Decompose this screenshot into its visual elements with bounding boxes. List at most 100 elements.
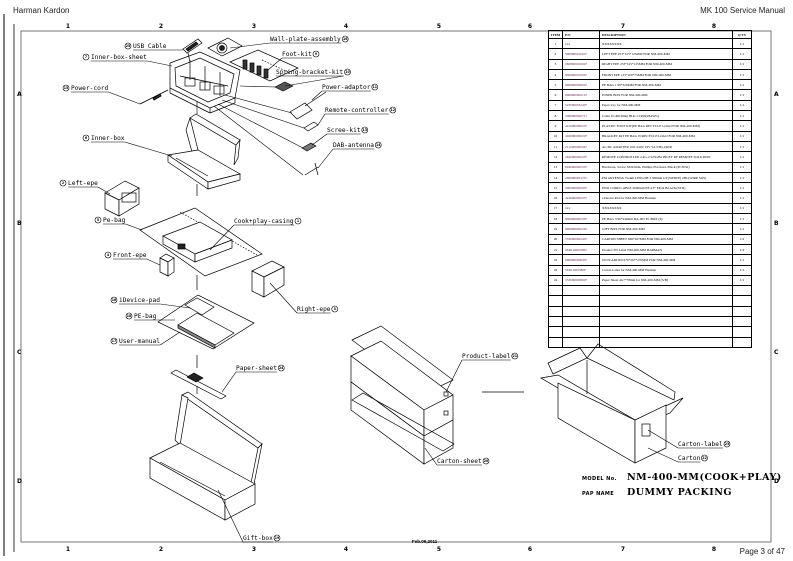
bom-cell-pn: 9608000002267 bbox=[562, 223, 601, 235]
bom-cell-qty: 1/1 bbox=[732, 110, 753, 122]
grid-column-top-4: 4 bbox=[344, 23, 348, 30]
callout-number-badge-icon bbox=[82, 134, 90, 142]
bom-cell-pn: 9608000010047 bbox=[562, 68, 601, 81]
callout-number-badge-icon bbox=[94, 216, 102, 224]
callout-label: Pe-bag bbox=[103, 217, 126, 224]
bom-cell-description: i-Device Pad for NM-400-MM Harman bbox=[599, 192, 734, 204]
bom-header-qty: Q'TY bbox=[732, 30, 753, 39]
leader-line bbox=[284, 75, 344, 87]
grid-column-bottom-3: 3 bbox=[252, 546, 256, 553]
bom-cell-description: Paper Sheet 44.7*78mm for NM-400-MM (S/B… bbox=[599, 274, 734, 287]
bom-cell-item: 6 bbox=[547, 89, 564, 101]
bom-row bbox=[547, 336, 753, 348]
callout-number: 9 bbox=[315, 52, 318, 56]
callout-number-badge-icon bbox=[273, 534, 281, 542]
bom-cell-qty: 1/1 bbox=[732, 89, 753, 101]
bom-cell-description: INNER BOX FOR NM-400-MM bbox=[599, 89, 734, 101]
bom-cell-qty bbox=[732, 316, 753, 328]
bom-cell-qty: 1/1 bbox=[732, 254, 753, 266]
wall-plate-drawing bbox=[207, 37, 243, 57]
callout-number-badge-icon bbox=[124, 42, 132, 50]
tray-leader-lines bbox=[196, 85, 305, 176]
leader-line bbox=[125, 223, 143, 231]
bom-cell-item: 11 bbox=[547, 140, 564, 153]
bom-cell-pn: 2620000002207 bbox=[562, 151, 601, 163]
callout-number: 25 bbox=[126, 44, 130, 48]
callout-label: Product-label bbox=[462, 353, 511, 360]
inner-box-drawing bbox=[167, 113, 241, 190]
callout-label: Inner-box-sheet bbox=[91, 54, 147, 61]
bom-cell-item: 3 bbox=[547, 58, 564, 70]
power-adaptor-drawing bbox=[289, 91, 327, 120]
bom-header-description: DESCRIPTION bbox=[599, 30, 734, 39]
callout-number: 16 bbox=[112, 298, 117, 302]
bom-cell-description: Product SN Label NM-400-MM HARMAN bbox=[599, 243, 734, 256]
bom-cell-item: 4 bbox=[547, 68, 564, 81]
leader-line bbox=[647, 429, 679, 449]
front-epe-drawing bbox=[159, 253, 175, 277]
callout-number: 15 bbox=[64, 86, 68, 90]
callout-label: Left-epe bbox=[68, 180, 98, 187]
grid-column-top-6: 6 bbox=[528, 23, 532, 30]
leader-line bbox=[217, 489, 244, 543]
callout-number: 6 bbox=[85, 136, 88, 140]
bom-cell-qty: 1/1 bbox=[732, 182, 753, 194]
leader-line bbox=[269, 282, 298, 314]
bom-cell-item: 13 bbox=[547, 161, 564, 173]
bom-cell-pn: 2112000000447 bbox=[562, 140, 601, 153]
bom-cell-item: 16 bbox=[547, 192, 564, 204]
bom-cell-qty: 1/1 bbox=[732, 274, 753, 287]
bom-cell-qty: 1/2 bbox=[732, 243, 753, 256]
leader-line bbox=[124, 141, 173, 157]
bom-cell-description: XXXXXXXX bbox=[599, 202, 734, 215]
grid-column-bottom-1: 1 bbox=[66, 546, 70, 553]
bom-cell-pn: 2900000002907 bbox=[562, 182, 601, 194]
bom-cell-qty: 1/1 bbox=[732, 202, 753, 215]
callout-number: 14 bbox=[376, 143, 381, 147]
bom-cell-item: 23 bbox=[547, 264, 564, 276]
bom-cell-qty: 1/1 bbox=[732, 99, 753, 112]
bom-cell-item: 5 bbox=[547, 79, 564, 91]
bom-cell-pn bbox=[562, 316, 601, 328]
bom-cell-pn: xxx bbox=[562, 37, 601, 50]
bom-cell-qty: 1/2 bbox=[732, 233, 753, 245]
grid-column-bottom-5: 5 bbox=[437, 546, 441, 553]
grid-row-left-C: C bbox=[17, 349, 22, 356]
callout-number-badge-icon bbox=[294, 217, 302, 225]
bom-cell-description bbox=[599, 295, 734, 307]
inner-box-sheet-drawing bbox=[169, 51, 241, 114]
pap-name-label: PAP NAME bbox=[582, 491, 615, 497]
bom-row bbox=[547, 326, 753, 338]
bom-cell-item: 24 bbox=[547, 274, 564, 287]
bom-cell-description: AC/DC ADAPTER 100~240V 24V 5A STD-24050 bbox=[599, 140, 734, 153]
bom-cell-pn: 5230000032407 bbox=[562, 99, 601, 112]
callout-number: 23 bbox=[725, 442, 729, 446]
bom-cell-qty: 1/1 bbox=[732, 171, 753, 184]
callout-number-badge-icon bbox=[723, 440, 731, 448]
bom-cell-item: 9 bbox=[547, 120, 564, 132]
callout-label: Remote-controller bbox=[325, 107, 389, 114]
bom-cell-qty: 1/1 bbox=[732, 151, 753, 163]
callout-number: 2 bbox=[62, 181, 64, 185]
bom-cell-qty: 1/1 bbox=[732, 140, 753, 153]
bom-cell-description: OUTCARTON 679*267*270MM FOR NM-400-MM bbox=[599, 254, 734, 266]
